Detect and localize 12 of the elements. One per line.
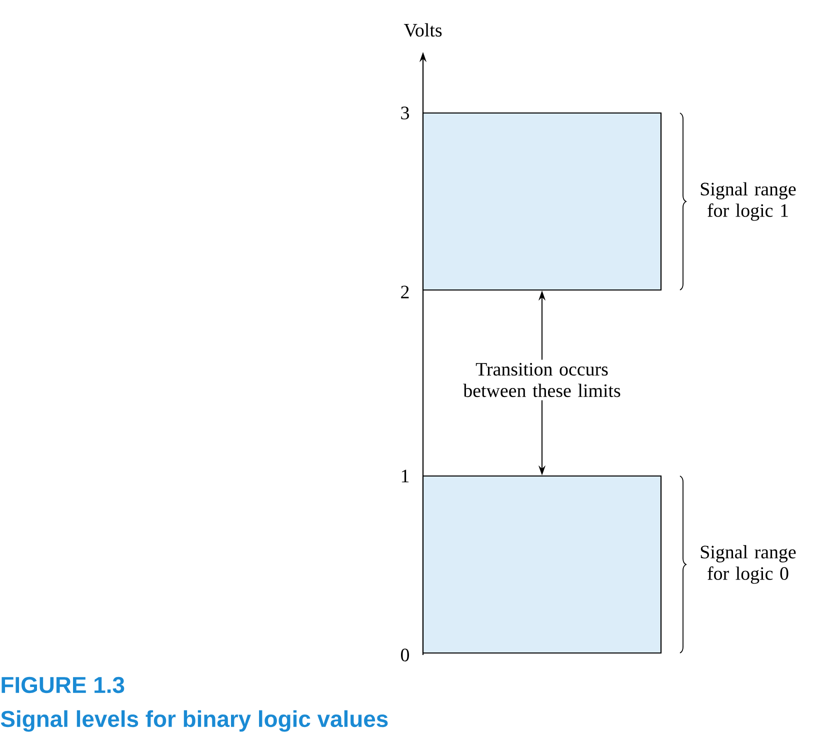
caption: Signal levels for binary logic values [0,710,388,732]
tick-label: 1 [402,470,409,482]
range-label: Signal range for logic 0 [700,545,796,584]
axis-title: Volts [404,23,442,37]
tick-label: 3 [401,106,409,120]
figure-number: FIGURE 1.3 [2,676,124,694]
range-box [422,475,662,654]
range-box [422,112,662,291]
range-label: Signal range for logic 1 [700,182,796,221]
annotation-text: Transition occurs between these limits [463,362,620,398]
tick-label: 2 [401,286,409,298]
tick-label: 0 [401,648,409,662]
